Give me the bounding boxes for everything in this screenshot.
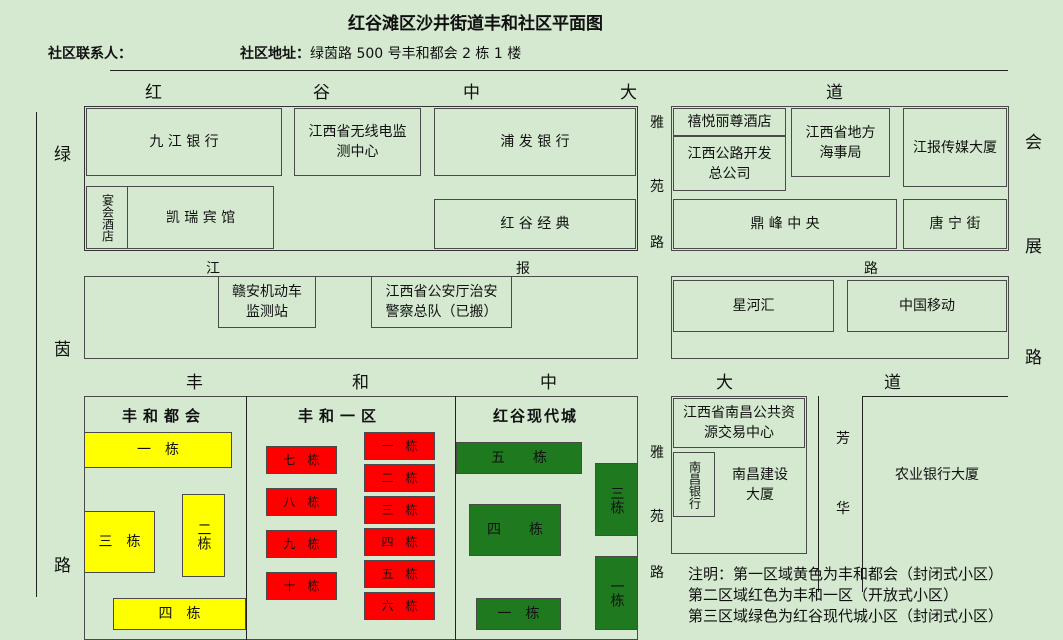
zone-divider-1	[246, 396, 247, 640]
honggu-road-char-3: 中	[463, 83, 480, 103]
fenghe-road-char-2: 和	[352, 373, 369, 393]
lvyin-road-char-1: 绿	[54, 145, 71, 165]
block-upper-left	[84, 106, 638, 251]
radio-monitor-center: 江西省无线电监 测中心	[294, 108, 421, 176]
huiyue-hotel: 禧悦丽尊酒店	[673, 108, 786, 136]
honggu-road-char-4: 大	[620, 83, 637, 103]
header-rule	[110, 70, 1008, 71]
yayuan-road-char-2: 苑	[650, 179, 664, 195]
map-title: 红谷滩区沙井街道丰和社区平面图	[348, 14, 603, 34]
maritime-bureau: 江西省地方 海事局	[791, 108, 890, 177]
fenghe-duhui-building-3: 三 栋	[84, 511, 155, 573]
fenghe-yiqu-building-5: 五 栋	[364, 560, 435, 588]
fenghe-duhui-building-1: 一 栋	[84, 432, 232, 468]
jiangbao-road-char-3: 路	[864, 261, 878, 277]
address-value: 绿茵路 500 号丰和都会 2 栋 1 楼	[310, 46, 522, 62]
yayuan-lower-char-1: 雅	[650, 445, 664, 461]
honggu-modern-building-5: 五 栋	[456, 442, 582, 474]
jx-highway-company: 江西公路开发 总公司	[673, 136, 786, 191]
fenghe-yiqu-building-3: 三 栋	[364, 496, 435, 524]
fenghe-yiqu-building-1: 一 栋	[364, 432, 435, 460]
address-label: 社区地址：	[240, 46, 310, 62]
honggu-road-char-5: 道	[826, 83, 843, 103]
fenghe-road-char-5: 道	[884, 373, 901, 393]
lvyin-road-char-3: 路	[54, 556, 71, 576]
huizhan-road-char-3: 路	[1025, 348, 1042, 368]
yayuan-road-char-3: 路	[650, 235, 664, 251]
public-security-police: 江西省公安厅治安 警察总队（已搬）	[371, 276, 512, 328]
yayuan-lower-char-2: 苑	[650, 509, 664, 525]
public-resource-center: 江西省南昌公共资 源交易中心	[673, 398, 805, 448]
yayuan-lower-char-3: 路	[650, 565, 664, 581]
block-upper-right	[671, 106, 1009, 251]
fenghe-duhui-building-4: 四 栋	[113, 598, 246, 630]
jiangbao-road-char-2: 报	[516, 261, 530, 277]
zone-divider-2	[455, 396, 456, 640]
lvyin-road-char-2: 茵	[54, 340, 71, 360]
kairui-hotel: 凯 瑞 宾 馆	[127, 186, 274, 249]
block-middle-left	[84, 276, 638, 359]
honggu-modern-building-3: 三栋	[595, 463, 638, 536]
honggu-modern-building-1: 一 栋	[476, 598, 561, 630]
address-line: 社区地址：绿茵路 500 号丰和都会 2 栋 1 楼	[240, 43, 521, 63]
honggu-road-char-1: 红	[145, 83, 162, 103]
fenghe-yiqu-building-6: 六 栋	[364, 592, 435, 620]
jiangbao-road-char-1: 江	[206, 261, 220, 277]
fenghe-duhui-building-2: 二栋	[182, 494, 225, 577]
fanghua-road-char-2: 华	[836, 501, 850, 517]
fenghe-yiqu-building-8: 八 栋	[266, 488, 337, 516]
fenghe-yiqu-building-9: 九 栋	[266, 530, 337, 558]
honggu-road-char-2: 谷	[313, 83, 330, 103]
nanchang-bank: 南昌银行	[673, 452, 715, 517]
honggu-modern-building-4: 四 栋	[469, 504, 561, 556]
zone-honggu-modern-label: 红谷现代城	[493, 407, 579, 425]
fenghe-road-char-4: 大	[716, 373, 733, 393]
banquet-hotel: 宴会酒店	[86, 186, 128, 249]
yayuan-road-char-1: 雅	[650, 115, 664, 131]
tangning-street: 唐 宁 街	[903, 199, 1007, 249]
block-lower-right-1	[671, 396, 807, 554]
contact-label: 社区联系人：	[48, 46, 132, 62]
huizhan-road-char-2: 展	[1025, 237, 1042, 257]
pufa-bank: 浦 发 银 行	[434, 108, 636, 176]
fenghe-yiqu-building-7: 七 栋	[266, 446, 337, 474]
honggu-classic: 红 谷 经 典	[434, 199, 636, 249]
fenghe-yiqu-building-10: 十 栋	[266, 572, 337, 600]
fenghe-road-char-1: 丰	[186, 373, 203, 393]
nanchang-construction-tower: 南昌建设 大厦	[732, 466, 788, 503]
fanghua-road-char-1: 芳	[836, 431, 850, 447]
zone-fenghe-yiqu-label: 丰和一区	[298, 407, 383, 425]
dingfeng-center: 鼎 峰 中 央	[673, 199, 897, 249]
fanghua-road-left-line	[818, 396, 819, 592]
agricultural-bank-tower: 农业银行大厦	[895, 467, 979, 483]
honggu-modern-building-2: 一栋	[595, 556, 638, 630]
huizhan-road-char-1: 会	[1025, 133, 1042, 153]
block-middle-right	[671, 276, 1009, 359]
fenghe-yiqu-building-2: 二 栋	[364, 464, 435, 492]
fenghe-yiqu-building-4: 四 栋	[364, 528, 435, 556]
jiangbao-media-tower: 江报传媒大厦	[903, 108, 1007, 187]
jiujiang-bank: 九 江 银 行	[86, 108, 282, 176]
fenghe-road-char-3: 中	[540, 373, 557, 393]
zone-fenghe-duhui-label: 丰和都会	[122, 407, 207, 425]
ganan-vehicle-station: 赣安机动车 监测站	[218, 276, 316, 328]
fanghua-road-right-line	[862, 396, 863, 592]
lvyin-road-line	[36, 112, 37, 597]
xinghe-hui: 星河汇	[673, 280, 834, 332]
legend-notes: 注明：第一区域黄色为丰和都会（封闭式小区） 第二区域红色为丰和一区（开放式小区）…	[688, 565, 1004, 625]
china-mobile: 中国移动	[847, 280, 1007, 332]
agri-bank-block-top	[862, 396, 1008, 397]
